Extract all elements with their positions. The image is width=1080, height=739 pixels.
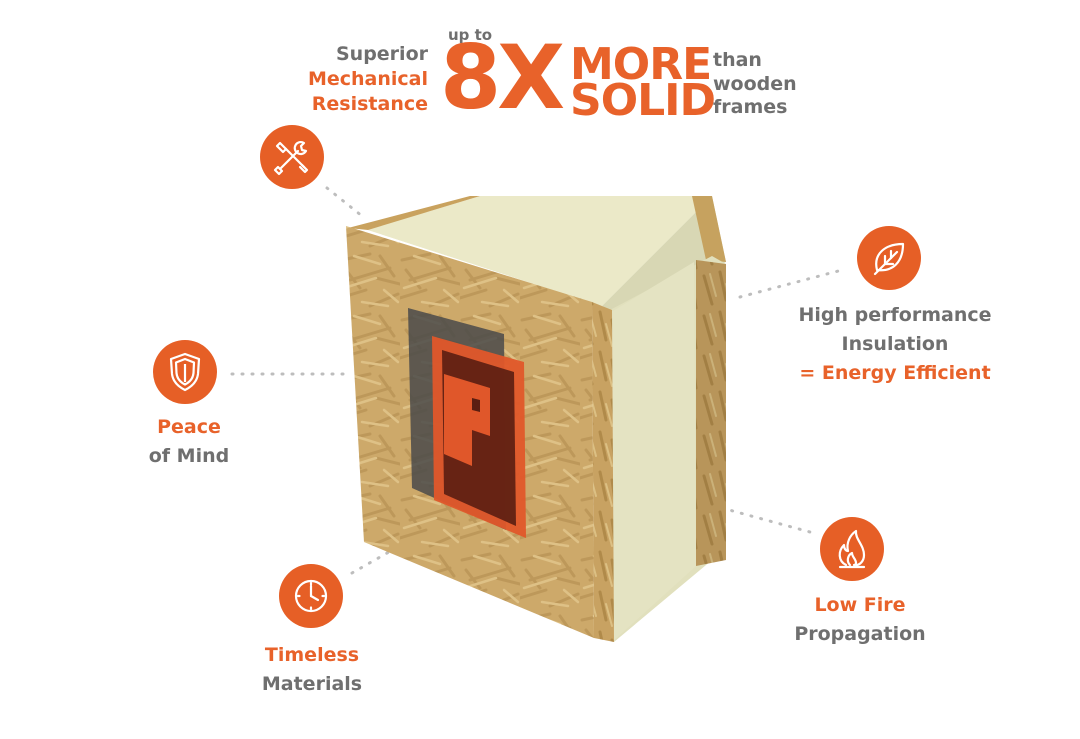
headline-superior: Superior: [335, 43, 428, 65]
clock-icon: [279, 564, 343, 628]
insulation-line2: Insulation: [841, 333, 949, 355]
flame-icon: [820, 517, 884, 581]
label-insulation: High performance Insulation = Energy Eff…: [780, 301, 1010, 388]
label-peace-of-mind: Peace of Mind: [110, 413, 268, 471]
headline-mechanical: Mechanical: [307, 68, 428, 90]
fire-line1: Low Fire: [814, 594, 906, 616]
brand-logo-mark: [408, 308, 526, 538]
fire-line2: Propagation: [794, 623, 926, 645]
headline-wooden: wooden: [713, 73, 797, 95]
peace-line2: of Mind: [148, 445, 230, 467]
timeless-line2: Materials: [261, 673, 363, 695]
insulated-panel-image: [346, 196, 726, 642]
timeless-line1: Timeless: [264, 644, 360, 666]
insulation-line1: High performance: [798, 304, 992, 326]
shield-icon: [153, 340, 217, 404]
headline-up-to: up to: [448, 26, 493, 44]
headline-more: MORE: [570, 39, 712, 90]
headline-solid: SOLID: [570, 75, 716, 126]
headline-resistance: Resistance: [311, 93, 428, 115]
label-low-fire: Low Fire Propagation: [770, 591, 950, 649]
insulation-line3: = Energy Efficient: [799, 362, 991, 384]
tools-icon: [260, 125, 324, 189]
peace-line1: Peace: [157, 416, 221, 438]
headline-multiplier: 8X: [440, 26, 565, 129]
leaf-icon: [857, 226, 921, 290]
headline-than: than: [713, 49, 762, 71]
headline-frames: frames: [713, 96, 788, 118]
label-timeless: Timeless Materials: [232, 641, 392, 699]
